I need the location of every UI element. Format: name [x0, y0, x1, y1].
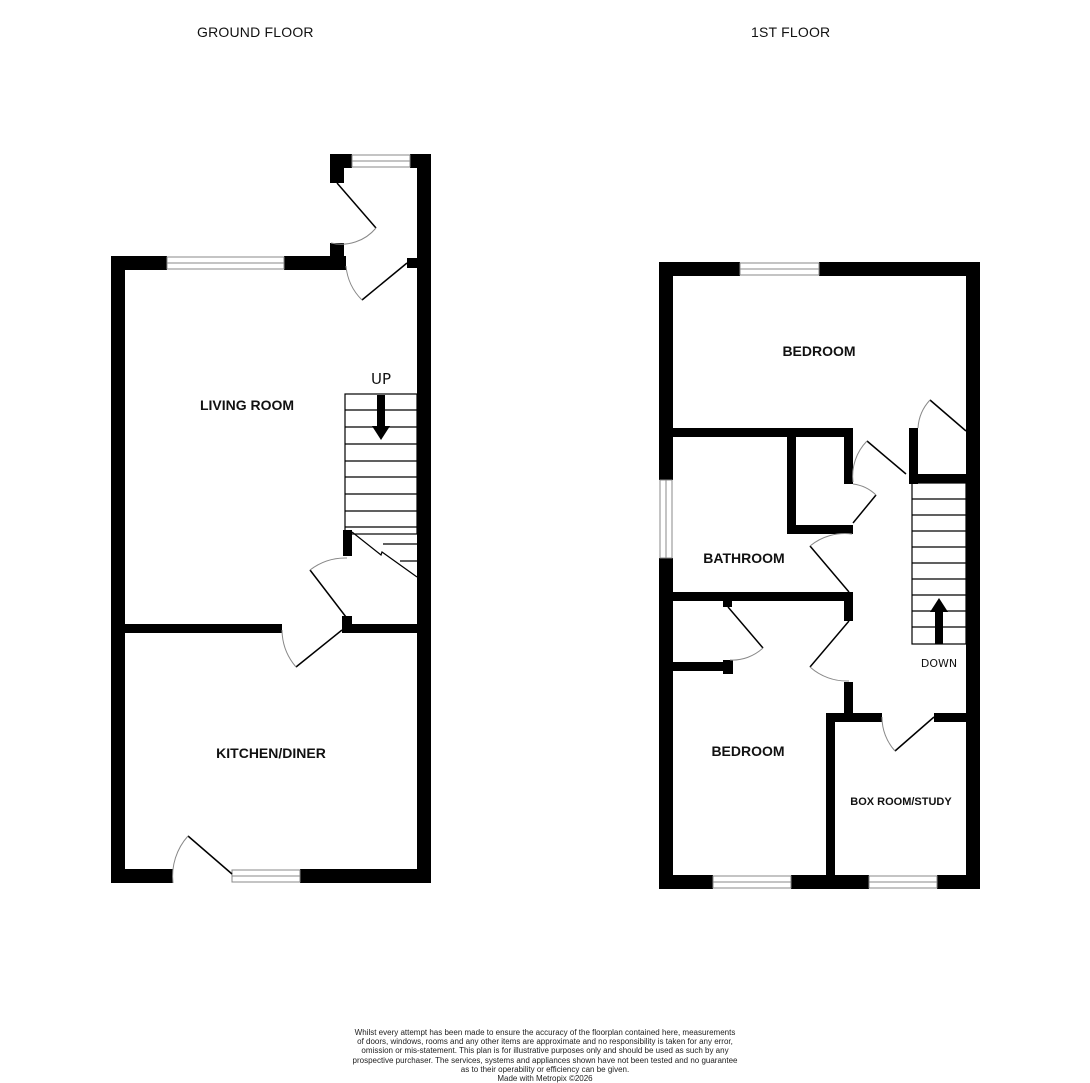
- disclaimer: Whilst every attempt has been made to en…: [345, 1028, 745, 1083]
- stairs-down-label: DOWN: [921, 657, 957, 670]
- ground-floor-walls: [111, 154, 431, 883]
- disclaimer-line: prospective purchaser. The services, sys…: [352, 1055, 738, 1065]
- room-label-bedroom-2: BEDROOM: [711, 743, 784, 759]
- ground-floor-plan: UP LIVING ROOM KITCHEN/DINER: [111, 154, 431, 884]
- stairs-up-arrow-icon: [372, 395, 390, 440]
- disclaimer-line: Whilst every attempt has been made to en…: [354, 1028, 736, 1037]
- stairs-down-arrow-icon: [930, 598, 948, 644]
- stairs-up-label: UP: [371, 370, 391, 388]
- room-label-bathroom: BATHROOM: [703, 550, 784, 566]
- ground-floor-windows: [166, 154, 411, 883]
- room-label-box-room-study: BOX ROOM/STUDY: [850, 796, 952, 808]
- room-label-kitchen-diner: KITCHEN/DINER: [216, 745, 326, 761]
- disclaimer-line: of doors, windows, rooms and any other i…: [357, 1037, 733, 1047]
- ground-floor-doors: [172, 182, 408, 884]
- first-floor-windows: [659, 262, 938, 889]
- room-label-bedroom-1: BEDROOM: [782, 343, 855, 359]
- first-floor-doors: [727, 399, 967, 752]
- ground-floor-title: GROUND FLOOR: [197, 24, 314, 40]
- first-floor-walls: [659, 262, 980, 889]
- disclaimer-line: omission or mis-statement. This plan is …: [361, 1046, 729, 1056]
- disclaimer-line: as to their operability or efficiency ca…: [460, 1064, 630, 1074]
- first-floor-title: 1ST FLOOR: [751, 24, 831, 40]
- first-floor-plan: DOWN BEDROOM BATHROOM BEDROOM BOX ROOM/S…: [659, 262, 980, 889]
- room-label-living-room: LIVING ROOM: [200, 397, 294, 413]
- credit-line: Made with Metropix ©2026: [497, 1074, 593, 1083]
